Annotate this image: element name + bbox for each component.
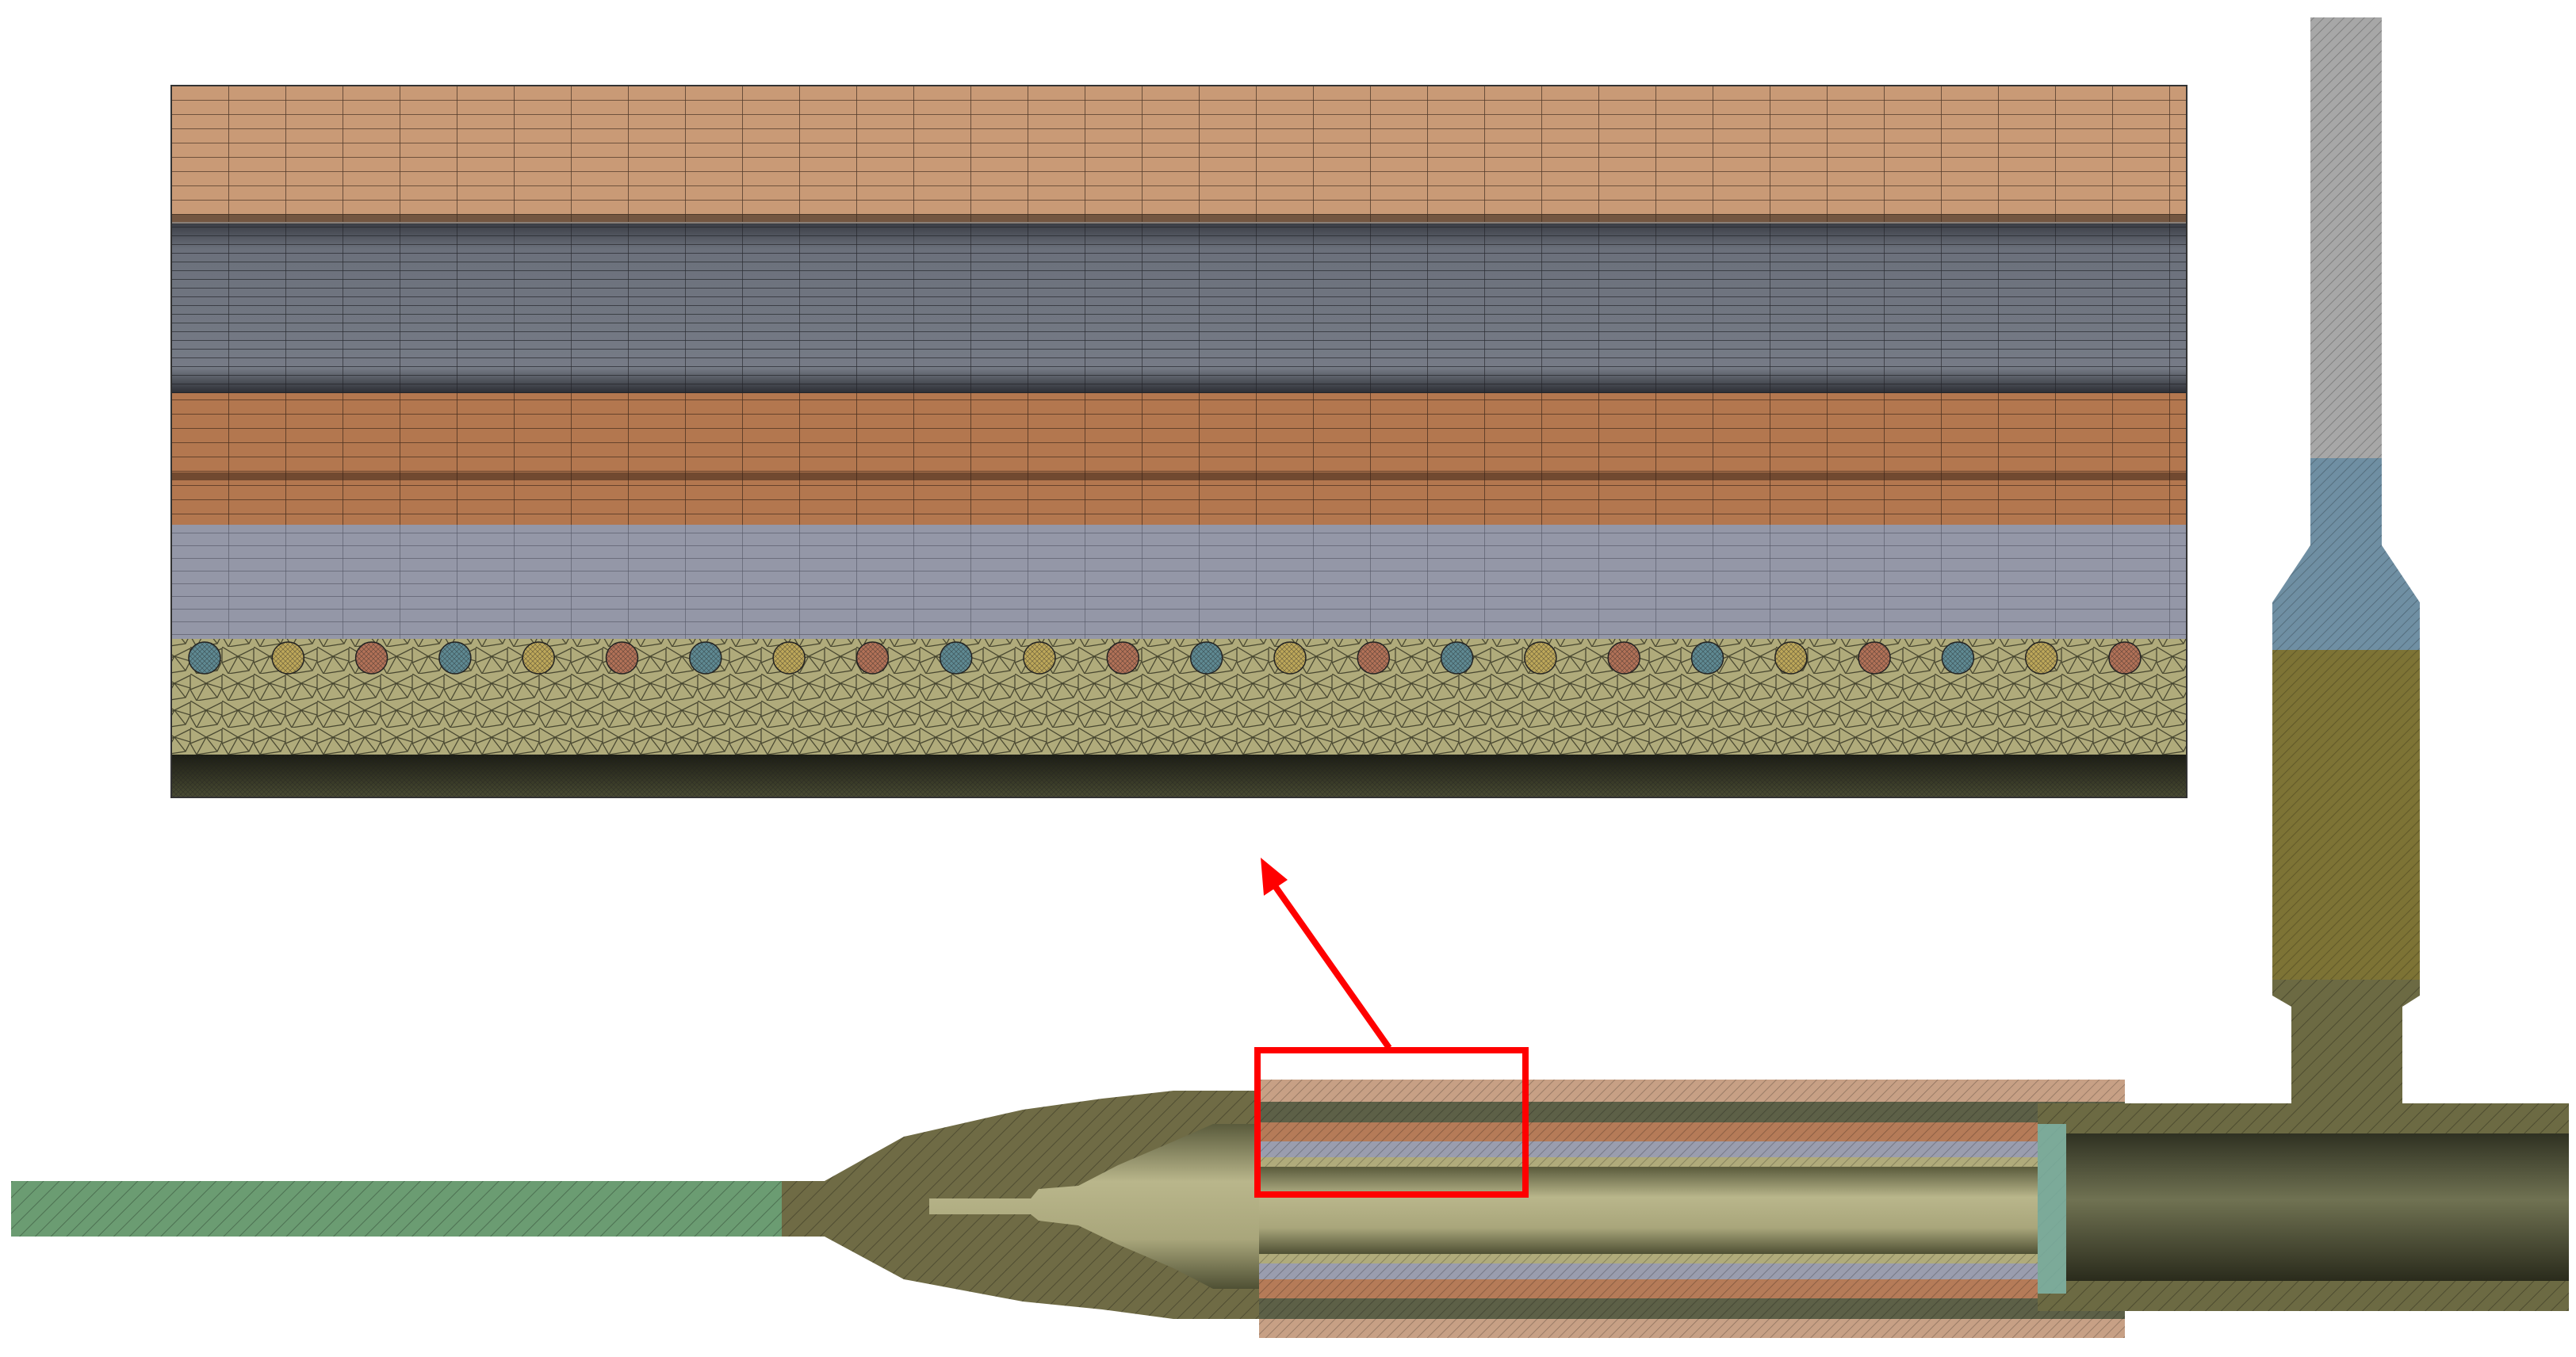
strand-mesh <box>1942 642 1974 674</box>
central-cavity <box>1259 1167 2052 1254</box>
seal-ring <box>2038 1124 2066 1294</box>
strand-mesh <box>1691 642 1724 674</box>
strand-mesh <box>189 642 220 674</box>
mesh-panel-border <box>170 85 2187 798</box>
sleeve-top-layers <box>1259 1080 2125 1167</box>
mesh-detail-panel <box>170 85 2187 798</box>
strand-mesh <box>1107 642 1139 674</box>
strand-mesh <box>1774 642 1807 674</box>
strand-mesh <box>2109 642 2141 674</box>
strand-mesh <box>272 642 304 674</box>
zoom-highlight-box <box>1254 1047 1529 1198</box>
sleeve-bottom-layers <box>1259 1254 2125 1338</box>
strand-mesh <box>1190 642 1223 674</box>
strand-mesh <box>1274 642 1306 674</box>
strand-row <box>188 641 2142 675</box>
zoom-arrow <box>1269 879 1392 1050</box>
strand-mesh <box>522 642 555 674</box>
strand-mesh <box>689 642 722 674</box>
strand-mesh <box>1441 642 1473 674</box>
cone-cavity <box>929 1124 1269 1289</box>
strand-mesh <box>438 642 471 674</box>
strand-mesh <box>606 642 638 674</box>
zoom-arrow-head <box>1261 858 1288 896</box>
strand-mesh <box>773 642 806 674</box>
strand-mesh <box>355 642 388 674</box>
strand-mesh <box>1024 642 1055 674</box>
right-cavity <box>2066 1133 2569 1281</box>
strand-mesh <box>1858 642 1891 674</box>
strand-mesh <box>2025 642 2057 674</box>
strand-mesh <box>1524 642 1556 674</box>
assembly-section <box>11 17 2569 1338</box>
strand-mesh <box>856 642 889 674</box>
strand-mesh <box>1608 642 1640 674</box>
strand-mesh <box>940 642 972 674</box>
strand-mesh <box>1357 642 1390 674</box>
